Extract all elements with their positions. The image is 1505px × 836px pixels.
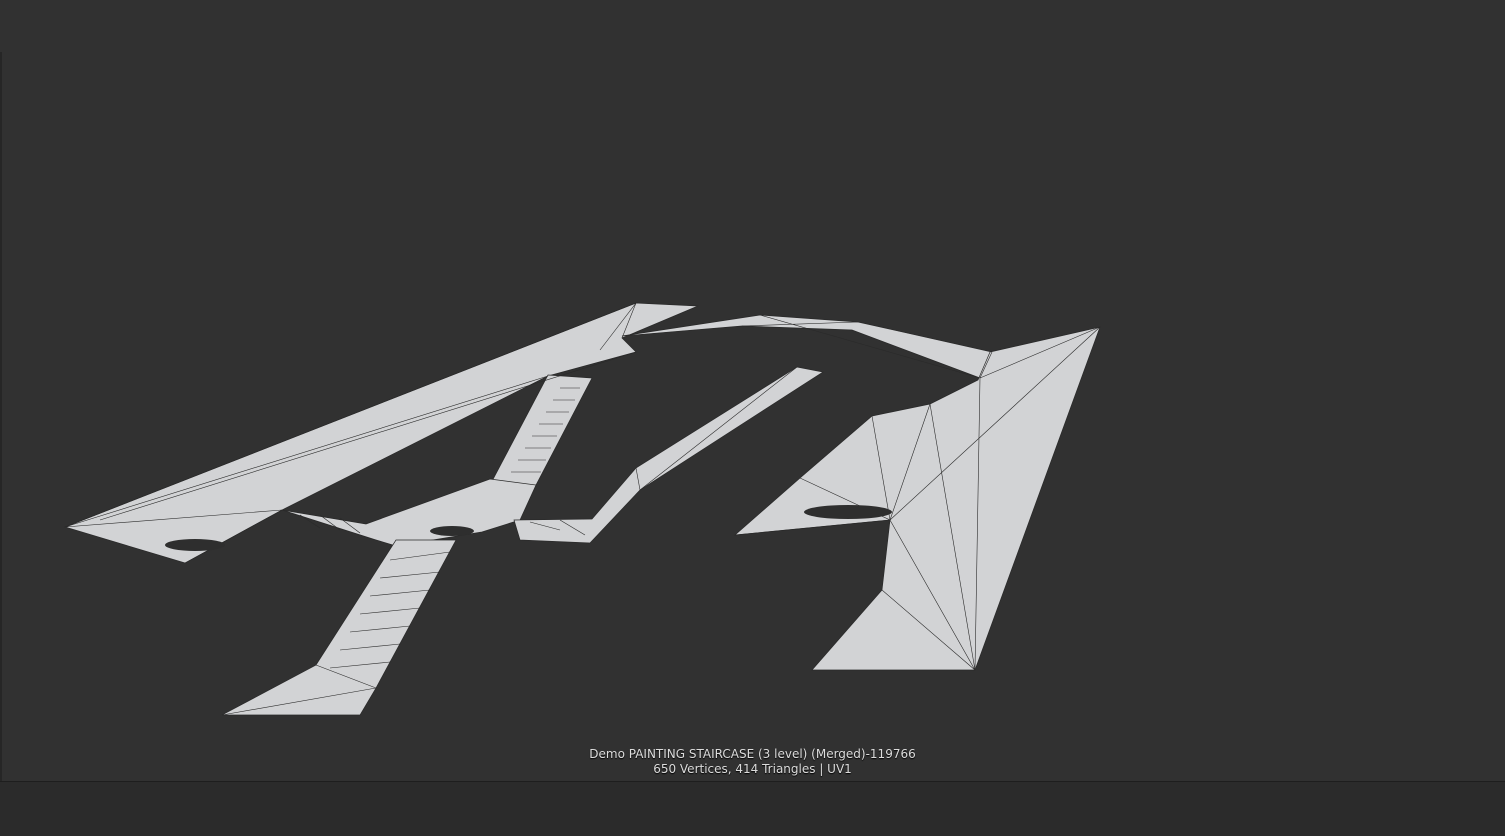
mesh-preview-viewport[interactable]: Demo PAINTING STAIRCASE (3 level) (Merge… xyxy=(0,0,1505,781)
mesh-right-arm xyxy=(513,366,824,544)
mesh-stats-label: 650 Vertices, 414 Triangles | UV1 xyxy=(653,762,852,776)
preview-footer xyxy=(0,781,1505,836)
mesh-hole-middle xyxy=(430,526,474,536)
mesh-hole-left xyxy=(165,539,225,551)
mesh-top-bridge xyxy=(621,314,993,379)
mesh-wireframe-render xyxy=(63,302,1101,716)
viewport-border xyxy=(0,52,2,781)
mesh-name-label: Demo PAINTING STAIRCASE (3 level) (Merge… xyxy=(589,747,916,761)
mesh-wire-lines xyxy=(64,302,1101,716)
mesh-lower-stairs xyxy=(221,539,457,716)
mesh-hole-right xyxy=(804,505,892,519)
